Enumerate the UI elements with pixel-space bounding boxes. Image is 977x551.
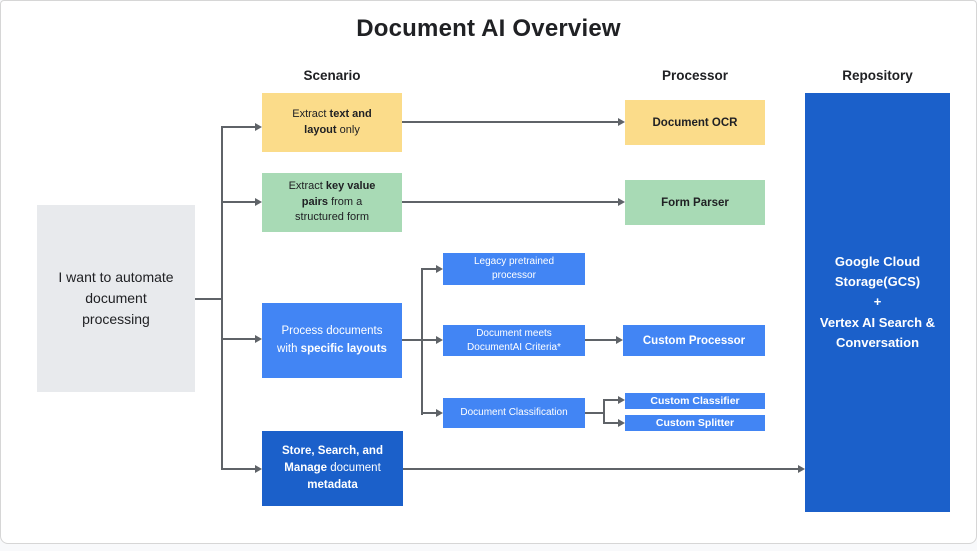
- connector-fork-to-splitter: [603, 422, 618, 424]
- connector-branch-legacy: [421, 268, 436, 270]
- connector-branch-store: [221, 468, 255, 470]
- node-label-line: Process documents: [281, 325, 383, 338]
- connector-kv-to-form-parser: [402, 201, 618, 203]
- arrowhead-to-store: [255, 465, 262, 473]
- arrowhead-to-extract-text: [255, 123, 262, 131]
- arrowhead-to-custom-splitter: [618, 419, 625, 427]
- node-label-line: structured form: [295, 211, 369, 224]
- node-process-specific-layouts: Process documents with specific layouts: [262, 303, 402, 378]
- arrowhead-to-extract-kv: [255, 198, 262, 206]
- node-label: Custom Classifier: [650, 395, 740, 407]
- node-label-line: Vertex AI Search &: [819, 314, 936, 330]
- arrowhead-to-criteria: [436, 336, 443, 344]
- node-label-line: processing: [82, 311, 150, 327]
- node-label-line: Manage document: [284, 461, 381, 474]
- node-label-line: Conversation: [835, 334, 920, 350]
- node-label-line: +: [873, 294, 882, 310]
- node-legacy-pretrained-processor: Legacy pretrained processor: [443, 253, 585, 285]
- arrowhead-to-custom-classifier: [618, 396, 625, 404]
- node-label: Custom Splitter: [655, 417, 735, 429]
- connector-layouts-to-subtrunk: [402, 339, 423, 341]
- node-label-line: with specific layouts: [277, 342, 387, 355]
- node-label: Form Parser: [661, 196, 729, 209]
- arrowhead-to-custom-processor: [616, 336, 623, 344]
- node-extract-text-layout: Extract text and layout only: [262, 93, 402, 152]
- node-label-line: Storage(GCS): [834, 274, 921, 290]
- node-label-line: layout only: [304, 123, 360, 136]
- connector-branch-extract-text: [221, 126, 255, 128]
- node-label: Custom Processor: [642, 334, 746, 347]
- node-label-line: Store, Search, and: [282, 444, 383, 457]
- node-automate-document-processing: I want to automate document processing: [37, 205, 195, 392]
- connector-branch-extract-kv: [221, 201, 255, 203]
- connector-branch-classification: [421, 412, 436, 414]
- node-form-parser: Form Parser: [625, 180, 765, 225]
- node-extract-key-value-pairs: Extract key value pairs from a structure…: [262, 173, 402, 232]
- node-label: Document Classification: [460, 407, 568, 418]
- node-document-meets-criteria: Document meets DocumentAI Criteria*: [443, 325, 585, 356]
- connector-trunk: [221, 126, 223, 470]
- column-header-processor: Processor: [661, 68, 729, 83]
- arrowhead-to-classification: [436, 409, 443, 417]
- node-label-line: Extract text and: [292, 107, 372, 120]
- connector-store-to-repository: [403, 468, 798, 470]
- node-label-line: Legacy pretrained: [473, 256, 555, 267]
- node-label-line: Extract key value: [288, 179, 376, 192]
- arrowhead-to-process-layouts: [255, 335, 262, 343]
- node-store-search-manage: Store, Search, and Manage document metad…: [262, 431, 403, 506]
- node-document-ocr: Document OCR: [625, 100, 765, 145]
- node-label-line: Document meets: [476, 327, 552, 339]
- node-custom-processor: Custom Processor: [623, 325, 765, 356]
- diagram-title: Document AI Overview: [356, 15, 621, 42]
- node-label-line: I want to automate: [58, 269, 174, 285]
- connector-fork-to-classifier: [603, 399, 618, 401]
- arrowhead-to-document-ocr: [618, 118, 625, 126]
- column-header-repository: Repository: [842, 68, 913, 83]
- arrowhead-to-repository: [798, 465, 805, 473]
- node-label: Document OCR: [652, 116, 738, 129]
- node-custom-splitter: Custom Splitter: [625, 415, 765, 431]
- node-label-line: Google Cloud: [834, 254, 921, 270]
- node-document-classification: Document Classification: [443, 398, 585, 428]
- arrowhead-to-form-parser: [618, 198, 625, 206]
- node-label-line: processor: [492, 270, 536, 281]
- connector-root-to-trunk: [195, 298, 222, 300]
- connector-branch-criteria: [421, 339, 436, 341]
- arrowhead-to-legacy: [436, 265, 443, 273]
- connector-subtrunk: [421, 268, 423, 415]
- column-header-scenario: Scenario: [303, 68, 361, 83]
- node-label-line: document: [85, 290, 147, 306]
- connector-classification-to-fork: [585, 412, 604, 414]
- node-repository-gcs-vertex: Google Cloud Storage(GCS) + Vertex AI Se…: [805, 93, 950, 512]
- connector-fork-trunk: [603, 399, 605, 424]
- connector-criteria-to-custom-processor: [585, 339, 616, 341]
- connector-branch-process-layouts: [221, 338, 255, 340]
- node-custom-classifier: Custom Classifier: [625, 393, 765, 409]
- node-label-line: metadata: [307, 479, 358, 492]
- connector-extract-text-to-ocr: [402, 121, 618, 123]
- node-label-line: pairs from a: [301, 195, 363, 208]
- node-label-line: DocumentAI Criteria*: [467, 341, 561, 353]
